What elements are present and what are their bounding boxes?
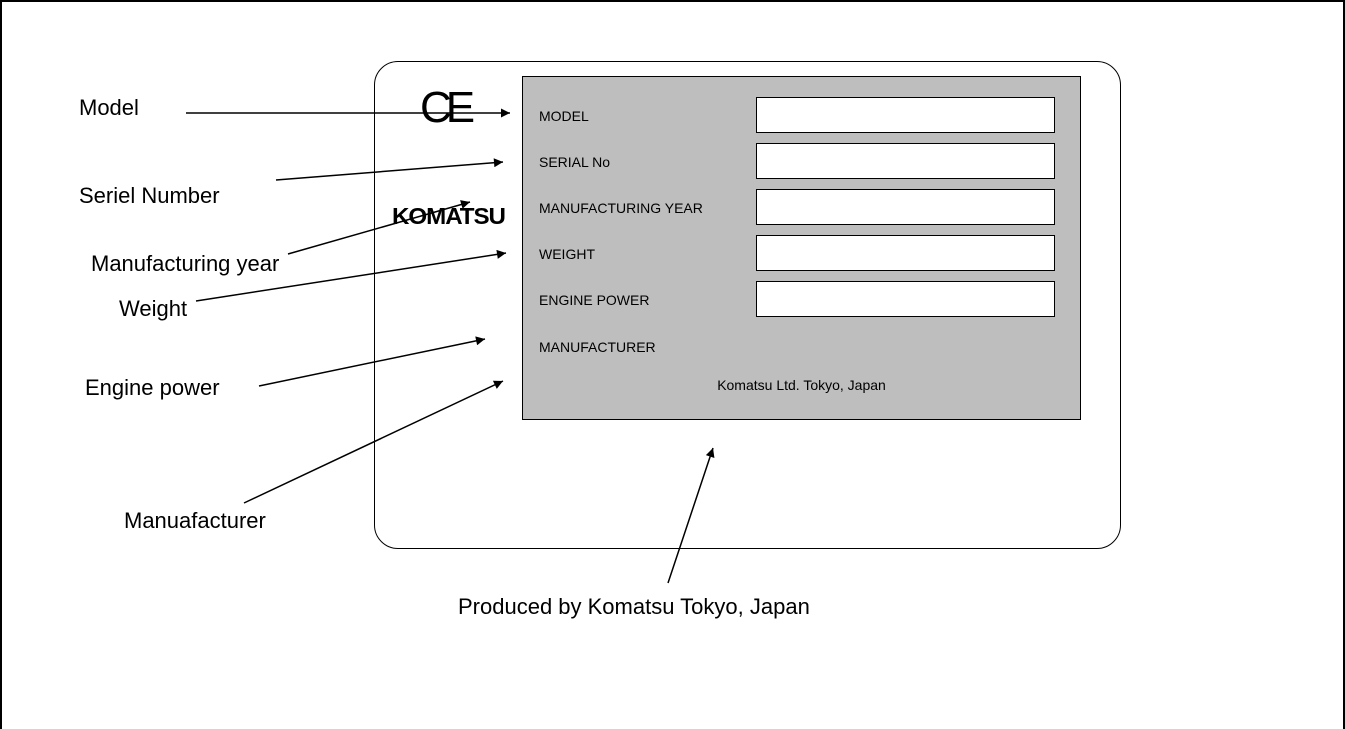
field-box-year [756, 189, 1055, 225]
field-label-engine: ENGINE POWER [539, 292, 650, 308]
callout-engine-power: Engine power [85, 375, 220, 400]
field-box-serial [756, 143, 1055, 179]
field-box-weight [756, 235, 1055, 271]
callout-manufacturing-year: Manufacturing year [91, 251, 280, 276]
callout-manufacturer: Manuafacturer [124, 508, 266, 533]
callout-serial-number: Seriel Number [79, 183, 220, 208]
field-label-manufacturer: MANUFACTURER [539, 339, 656, 355]
field-label-serial: SERIAL No [539, 154, 611, 170]
komatsu-logo: KOMATSU [392, 203, 506, 229]
callout-model: Model [79, 95, 139, 120]
callout-weight: Weight [119, 296, 188, 321]
arrow-year [287, 200, 471, 255]
callout-produced-by: Produced by Komatsu Tokyo, Japan [458, 594, 810, 619]
arrow-produced [667, 447, 715, 584]
field-label-weight: WEIGHT [539, 246, 595, 262]
manufacturer-name: Komatsu Ltd. Tokyo, Japan [717, 377, 886, 393]
arrow-engine [258, 336, 486, 387]
ce-mark-logo: CE [420, 83, 475, 132]
arrow-manufacturer [243, 380, 504, 504]
field-label-model: MODEL [539, 108, 589, 124]
field-box-engine [756, 281, 1055, 317]
arrow-weight [195, 249, 507, 302]
field-label-year: MANUFACTURING YEAR [539, 200, 703, 216]
arrow-serial [275, 158, 504, 181]
field-box-model [756, 97, 1055, 133]
